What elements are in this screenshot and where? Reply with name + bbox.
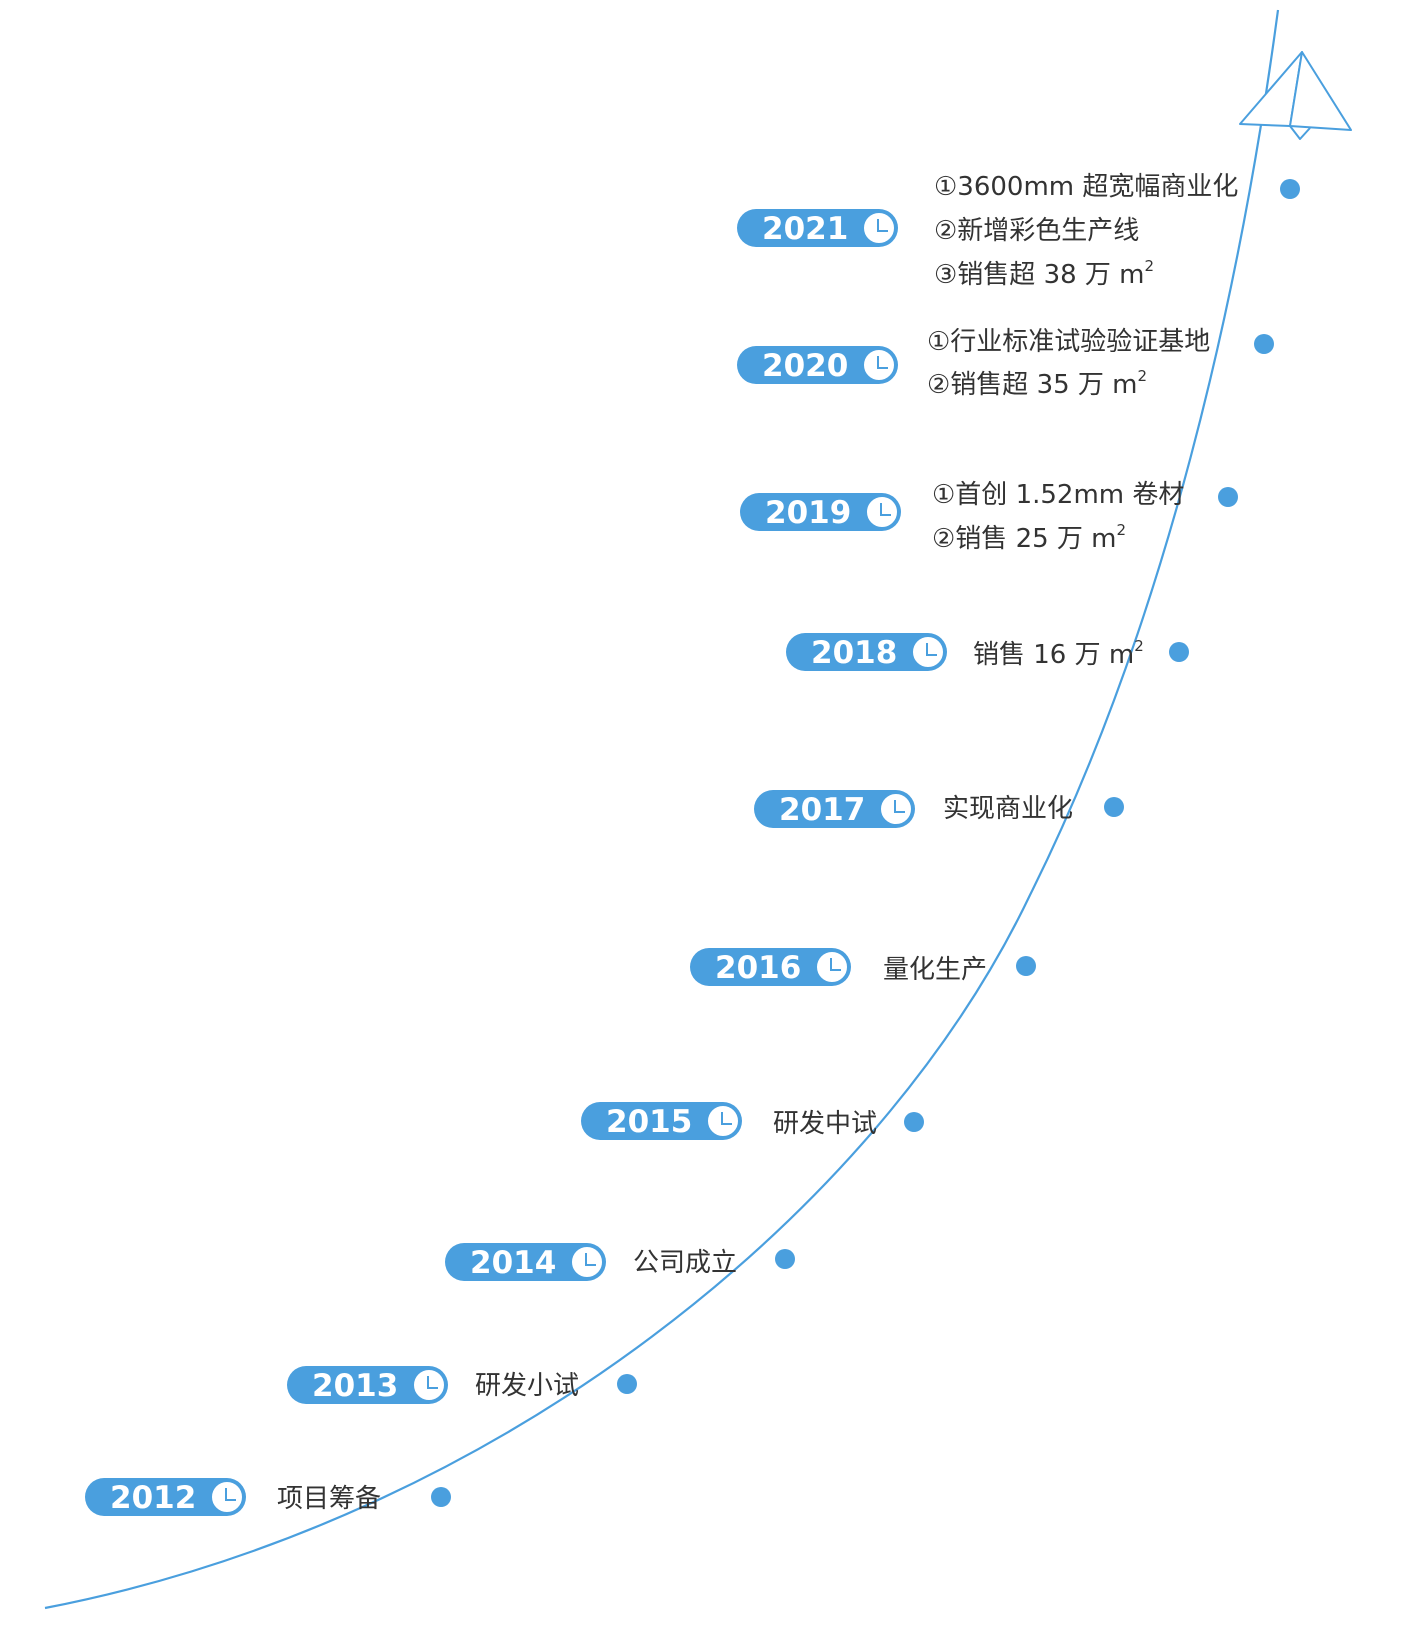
year-label: 2019 [765, 495, 851, 531]
clock-icon [879, 792, 913, 826]
year-pill [85, 1478, 246, 1516]
clock-icon [706, 1104, 740, 1138]
timeline-dot [775, 1249, 795, 1269]
milestone-description: ②销售 25 万 m2 [932, 521, 1126, 554]
year-pill [287, 1366, 448, 1404]
year-pill [737, 346, 898, 384]
year-pill [445, 1243, 606, 1281]
year-label: 2017 [779, 792, 865, 828]
year-label: 2020 [762, 348, 848, 384]
timeline-dot [904, 1112, 924, 1132]
clock-icon [865, 495, 899, 529]
milestone-2012: 2012 项目筹备 [85, 1478, 451, 1516]
year-label: 2013 [312, 1368, 398, 1404]
milestone-description: 公司成立 [633, 1248, 737, 1278]
timeline-dot [1280, 179, 1300, 199]
timeline-dot [431, 1487, 451, 1507]
milestone-description: 研发中试 [773, 1109, 877, 1139]
milestone-description: ②销售超 35 万 m2 [927, 367, 1147, 400]
year-label: 2018 [811, 635, 897, 671]
clock-icon [210, 1480, 244, 1514]
year-pill [754, 790, 915, 828]
year-label: 2015 [606, 1104, 692, 1140]
year-label: 2012 [110, 1480, 196, 1516]
milestone-2020: 2020 ①行业标准试验验证基地 ②销售超 35 万 m2 [737, 327, 1274, 400]
milestone-2013: 2013 研发小试 [287, 1366, 637, 1404]
milestone-2014: 2014 公司成立 [445, 1243, 795, 1281]
year-pill [690, 948, 851, 986]
milestone-description: 研发小试 [475, 1371, 579, 1401]
clock-icon [570, 1245, 604, 1279]
milestone-description: 项目筹备 [277, 1484, 381, 1514]
milestone-description: ①行业标准试验验证基地 [927, 327, 1210, 357]
clock-icon [412, 1368, 446, 1402]
year-label: 2014 [470, 1245, 556, 1281]
milestone-description: ②新增彩色生产线 [934, 216, 1139, 246]
paper-plane-icon [1239, 51, 1352, 140]
milestone-2019: 2019 ①首创 1.52mm 卷材 ②销售 25 万 m2 [740, 480, 1238, 554]
growth-curve [44, 9, 1280, 1610]
milestone-2016: 2016 量化生产 [690, 948, 1036, 986]
milestone-2018: 2018 销售 16 万 m2 [786, 633, 1189, 671]
clock-icon [862, 348, 896, 382]
milestone-2017: 2017 实现商业化 [754, 790, 1124, 828]
milestone-description: 量化生产 [883, 955, 987, 985]
timeline-dot [1169, 642, 1189, 662]
milestone-2021: 2021 ①3600mm 超宽幅商业化 ②新增彩色生产线 ③销售超 38 万 m2 [737, 172, 1300, 290]
timeline-dot [1016, 956, 1036, 976]
year-pill [740, 493, 901, 531]
year-pill [581, 1102, 742, 1140]
timeline-dot [1218, 487, 1238, 507]
timeline-dot [1104, 797, 1124, 817]
year-label: 2016 [715, 950, 801, 986]
milestone-2015: 2015 研发中试 [581, 1102, 924, 1140]
milestone-description: 销售 16 万 m2 [973, 637, 1144, 670]
milestone-description: 实现商业化 [943, 794, 1073, 824]
timeline-dot [617, 1374, 637, 1394]
clock-icon [815, 950, 849, 984]
milestone-description: ③销售超 38 万 m2 [934, 257, 1154, 290]
timeline-dot [1254, 334, 1274, 354]
milestone-list: 2012 项目筹备 2013 研发小试 2014 公司成立 2015 研发中试 2016 量化生产… [85, 172, 1300, 1516]
year-pill [737, 209, 898, 247]
clock-icon [862, 211, 896, 245]
year-pill [786, 633, 947, 671]
clock-icon [911, 635, 945, 669]
year-label: 2021 [762, 211, 848, 247]
milestone-description: ①首创 1.52mm 卷材 [932, 480, 1184, 510]
milestone-description: ①3600mm 超宽幅商业化 [934, 172, 1238, 202]
